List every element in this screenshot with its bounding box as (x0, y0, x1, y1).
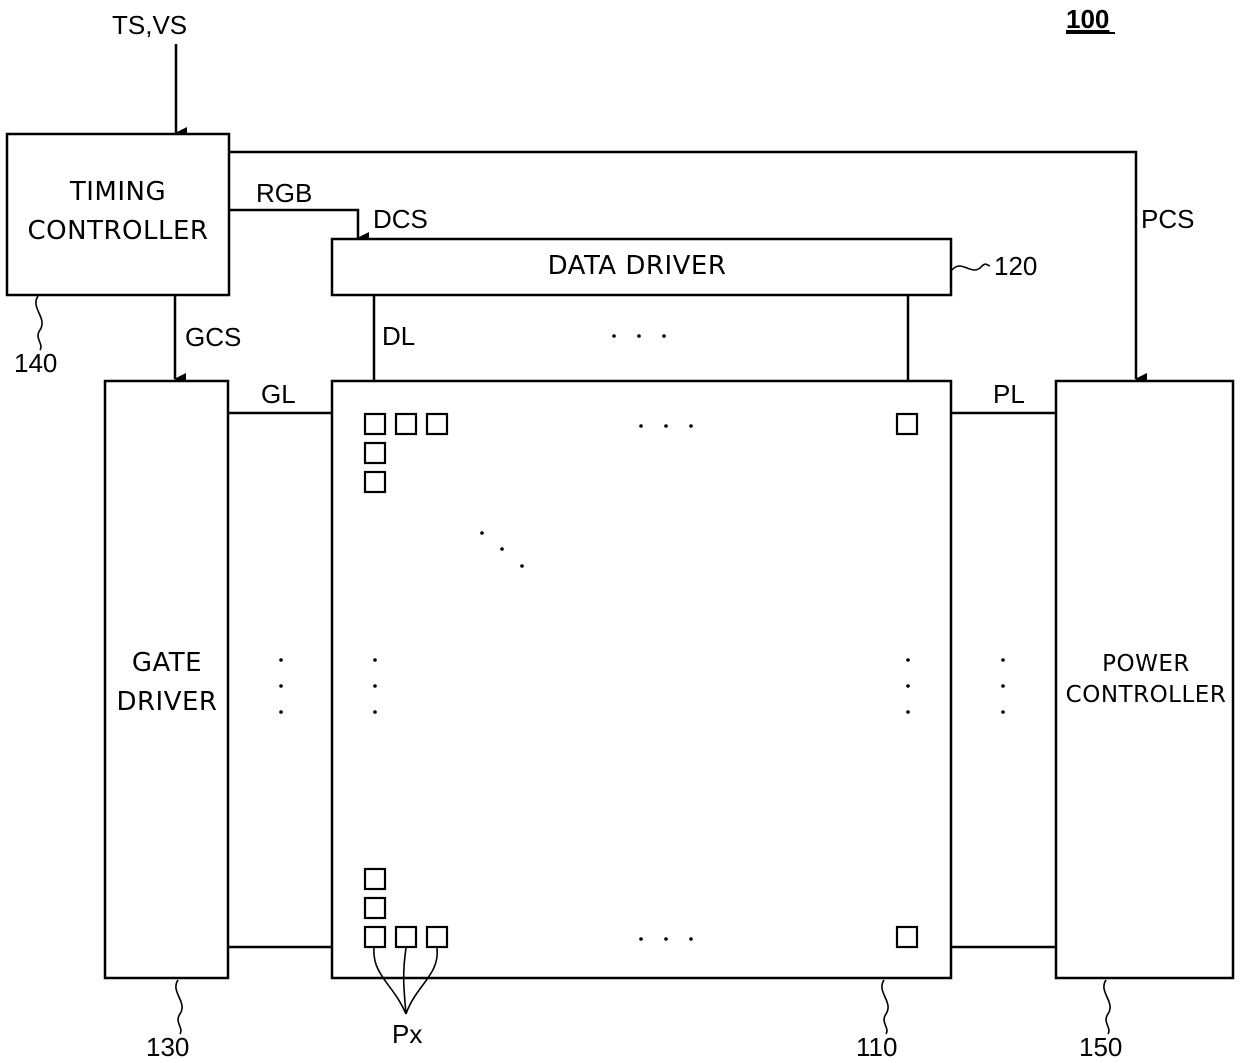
pixel (427, 414, 447, 434)
power-controller-block: POWER CONTROLLER (1056, 381, 1233, 978)
pixel (427, 927, 447, 947)
power-line-ellipsis (1001, 658, 1005, 714)
figure-ref-label: 100 (1066, 4, 1109, 34)
rgb-dcs-wire (229, 210, 358, 238)
dl-label: DL (382, 321, 415, 351)
pcs-label: PCS (1141, 204, 1194, 234)
data-driver-ref: 120 (994, 251, 1037, 281)
pixel (365, 443, 385, 463)
rgb-label: RGB (256, 178, 312, 208)
pixel (365, 414, 385, 434)
timing-controller-line1: TIMING (69, 177, 166, 207)
pixel-top-right (897, 414, 917, 434)
gcs-label: GCS (185, 322, 241, 352)
gl-label: GL (261, 379, 296, 409)
gate-driver-line1: GATE (132, 648, 202, 678)
power-controller-line1: POWER (1102, 651, 1190, 677)
pixel (396, 927, 416, 947)
display-panel-ref: 110 (856, 1032, 897, 1062)
pixel (365, 869, 385, 889)
gate-line-ellipsis (279, 658, 283, 714)
gate-driver-leader (176, 980, 182, 1034)
pixel (365, 898, 385, 918)
input-signal-label: TS,VS (112, 10, 187, 40)
timing-controller-block: TIMING CONTROLLER (7, 134, 229, 295)
data-driver-label: DATA DRIVER (548, 251, 727, 281)
timing-controller-line2: CONTROLLER (28, 216, 209, 246)
gate-driver-block: GATE DRIVER (105, 381, 228, 978)
data-line-ellipsis (612, 334, 666, 338)
power-controller-ref: 150 (1079, 1032, 1122, 1062)
data-driver-leader (952, 264, 990, 270)
power-controller-leader (1104, 980, 1110, 1034)
pixel (365, 472, 385, 492)
timing-controller-leader (36, 296, 42, 350)
pixel (365, 927, 385, 947)
pixel (396, 414, 416, 434)
data-driver-block: DATA DRIVER (332, 239, 951, 295)
px-label: Px (392, 1019, 422, 1049)
display-panel-leader (882, 980, 888, 1034)
power-controller-line2: CONTROLLER (1066, 682, 1227, 708)
gate-driver-line2: DRIVER (116, 687, 217, 717)
gate-driver-ref: 130 (146, 1032, 189, 1062)
timing-controller-ref: 140 (14, 348, 57, 378)
pl-label: PL (993, 379, 1025, 409)
pixel-bottom-right (897, 927, 917, 947)
dcs-label: DCS (373, 204, 428, 234)
display-panel-block (332, 381, 951, 978)
